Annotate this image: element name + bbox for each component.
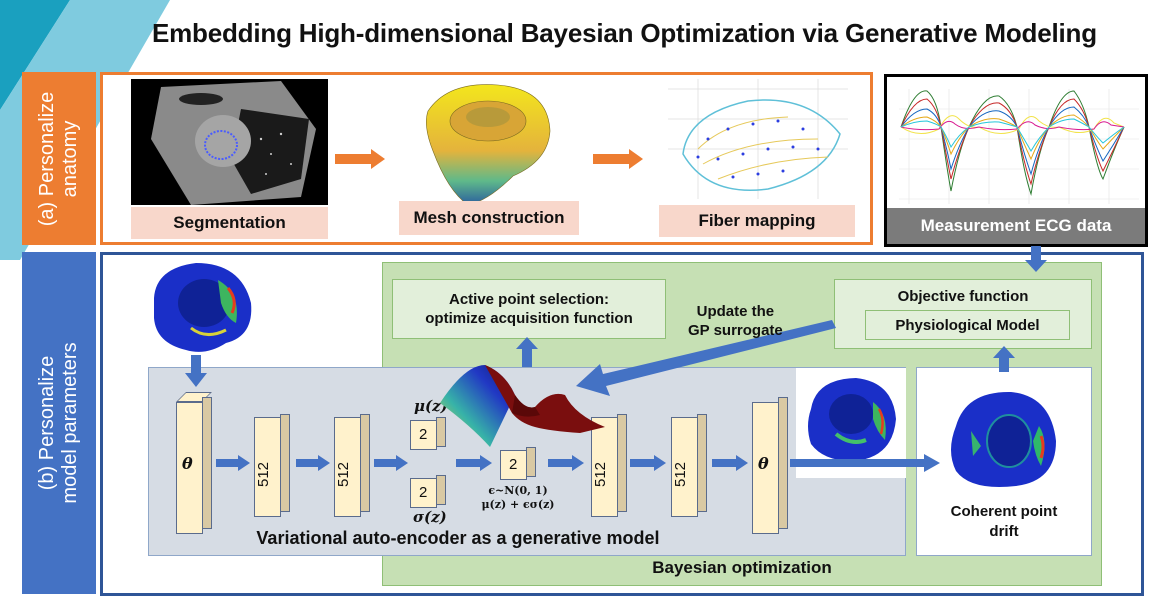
objective-function-title: Objective function: [897, 288, 1029, 305]
objective-function-box: Objective function Physiological Model: [834, 279, 1092, 349]
latent-dim-label: 2: [419, 426, 428, 443]
theta-label: θ: [758, 454, 769, 473]
page-title: Embedding High-dimensional Bayesian Opti…: [152, 18, 1097, 48]
arrow-right-icon: [548, 455, 584, 471]
layer-size-label: 512: [255, 461, 273, 488]
arrow-right-icon: [630, 455, 666, 471]
section-b-side-panel: (b) Personalize model parameters: [22, 252, 96, 594]
physiological-model-box: Physiological Model: [865, 310, 1070, 340]
layer-size-label: 512: [592, 461, 610, 488]
reparameterization-label: ϵ~N(0, 1) μ(z) + ϵσ(z): [481, 484, 555, 511]
ecg-waveform-plot: [899, 89, 1139, 204]
decoder-hidden2-block: 512: [671, 409, 707, 517]
arrow-up-icon: [516, 337, 538, 367]
bayesian-optimization-label: Bayesian optimization: [652, 558, 832, 577]
ecg-data-label: Measurement ECG data: [887, 208, 1145, 244]
heart-cpd-image: [951, 391, 1056, 487]
arrow-right-icon: [216, 455, 250, 471]
heart-mesh-image: [408, 81, 558, 209]
arrow-right-icon: [712, 455, 748, 471]
z-block: 2: [500, 444, 536, 480]
heart-input-image: [154, 263, 252, 352]
mu-label: μ(z): [414, 397, 448, 415]
decoder-hidden1-block: 512: [591, 409, 627, 517]
ecg-data-box: Measurement ECG data: [884, 74, 1148, 247]
layer-size-label: 512: [672, 461, 690, 488]
mu-block: 2: [410, 414, 446, 450]
encoder-hidden2-block: 512: [334, 409, 370, 517]
coherent-point-drift-box: Coherent point drift: [916, 367, 1092, 556]
gp-surface-plot: [440, 365, 605, 447]
arrow-right-icon: [335, 149, 385, 169]
encoder-input-block: θ: [176, 392, 212, 534]
step-label-mesh-construction: Mesh construction: [399, 201, 579, 235]
fiber-map-image: [658, 79, 858, 203]
latent-dim-label: 2: [419, 484, 428, 501]
section-b-label: (b) Personalize model parameters: [36, 342, 81, 504]
decoder-output-block: θ: [752, 392, 788, 534]
step-label-fiber-mapping: Fiber mapping: [659, 205, 855, 237]
personalize-anatomy-box: Segmentation Mesh construction Fiber map: [100, 72, 873, 245]
arrow-right-icon: [790, 454, 940, 472]
sigma-label: σ(z): [413, 508, 447, 526]
step-label-segmentation: Segmentation: [131, 207, 328, 239]
arrow-down-icon: [1025, 246, 1047, 272]
active-point-selection-box: Active point selection: optimize acquisi…: [392, 279, 666, 339]
arrow-down-icon: [185, 355, 207, 387]
theta-label: θ: [182, 454, 193, 473]
ct-scan-image: [131, 79, 328, 205]
encoder-hidden1-block: 512: [254, 409, 290, 517]
section-a-side-panel: (a) Personalize anatomy: [22, 72, 96, 245]
arrow-right-icon: [374, 455, 408, 471]
arrow-right-icon: [456, 455, 492, 471]
layer-size-label: 512: [335, 461, 353, 488]
arrow-right-icon: [593, 149, 643, 169]
update-gp-surrogate-label: Update the GP surrogate: [688, 303, 783, 339]
arrow-up-icon: [993, 346, 1015, 372]
latent-dim-label: 2: [509, 456, 518, 473]
arrow-right-icon: [296, 455, 330, 471]
sigma-block: 2: [410, 472, 446, 508]
coherent-point-drift-label: Coherent point drift: [950, 503, 1058, 540]
vae-label: Variational auto-encoder as a generative…: [256, 528, 660, 548]
section-a-label: (a) Personalize anatomy: [36, 91, 81, 226]
update-surrogate-arrow: [576, 320, 836, 396]
